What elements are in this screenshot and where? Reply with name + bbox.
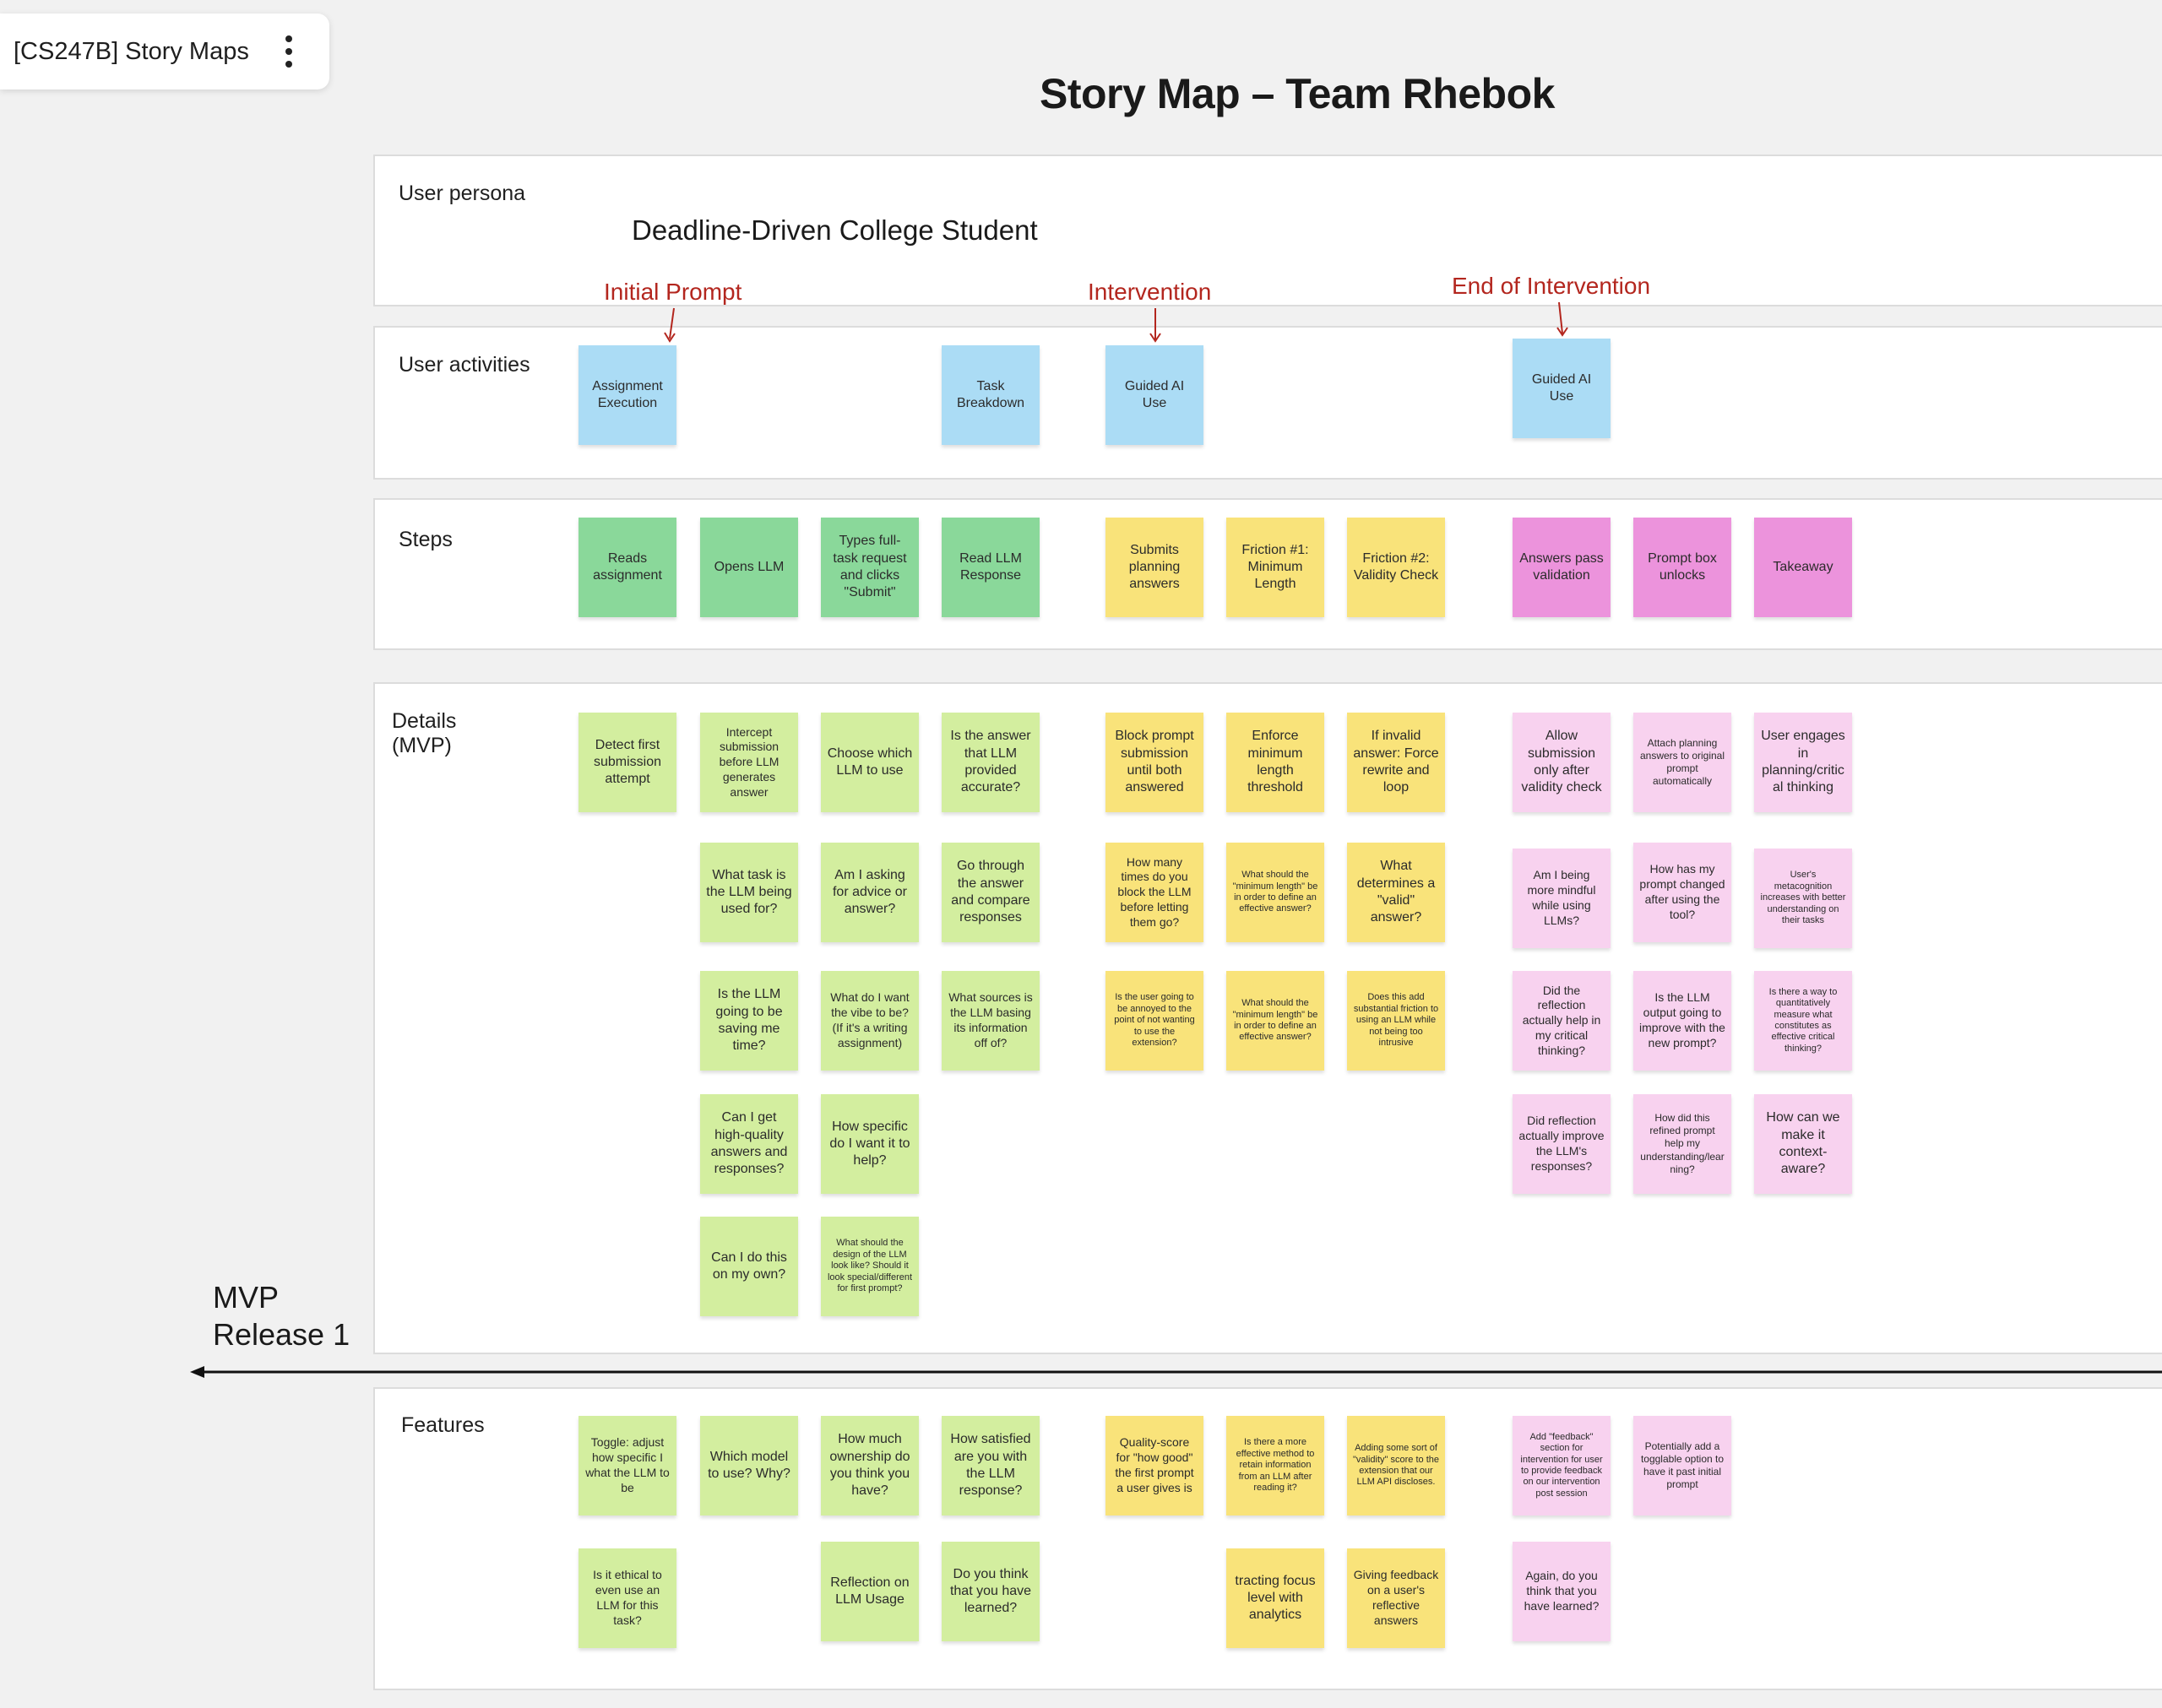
- persona-row: [373, 155, 2162, 306]
- release-label: MVP Release 1: [213, 1280, 350, 1352]
- detail-sticky[interactable]: How has my prompt changed after using th…: [1633, 843, 1731, 942]
- detail-sticky[interactable]: Block prompt submission until both answe…: [1105, 713, 1203, 812]
- detail-sticky[interactable]: What should the "minimum length" be in o…: [1226, 971, 1324, 1071]
- detail-sticky[interactable]: Is the user going to be annoyed to the p…: [1105, 971, 1203, 1071]
- detail-sticky[interactable]: Am I asking for advice or answer?: [821, 843, 919, 942]
- detail-sticky[interactable]: How specific do I want it to help?: [821, 1094, 919, 1194]
- detail-sticky[interactable]: Am I being more mindful while using LLMs…: [1513, 849, 1611, 948]
- detail-sticky[interactable]: What sources is the LLM basing its infor…: [942, 971, 1040, 1071]
- detail-sticky[interactable]: Does this add substantial friction to us…: [1347, 971, 1445, 1071]
- detail-sticky[interactable]: What should the "minimum length" be in o…: [1226, 843, 1324, 942]
- row-label-features: Features: [401, 1413, 485, 1437]
- activity-sticky[interactable]: Guided AI Use: [1105, 345, 1203, 445]
- feature-sticky[interactable]: Reflection on LLM Usage: [821, 1542, 919, 1641]
- step-sticky[interactable]: Answers pass validation: [1513, 518, 1611, 617]
- marker-intervention: Intervention: [1088, 279, 1212, 305]
- detail-sticky[interactable]: How can we make it context-aware?: [1754, 1094, 1852, 1194]
- detail-sticky[interactable]: If invalid answer: Force rewrite and loo…: [1347, 713, 1445, 812]
- detail-sticky[interactable]: What do I want the vibe to be? (If it's …: [821, 971, 919, 1071]
- step-sticky[interactable]: Read LLM Response: [942, 518, 1040, 617]
- detail-sticky[interactable]: How did this refined prompt help my unde…: [1633, 1094, 1731, 1194]
- detail-sticky[interactable]: Can I do this on my own?: [700, 1217, 798, 1316]
- feature-sticky[interactable]: How satisfied are you with the LLM respo…: [942, 1416, 1040, 1516]
- feature-sticky[interactable]: Is there a more effective method to reta…: [1226, 1416, 1324, 1516]
- activity-sticky[interactable]: Task Breakdown: [942, 345, 1040, 445]
- feature-sticky[interactable]: Quality-score for "how good" the first p…: [1105, 1416, 1203, 1516]
- step-sticky[interactable]: Reads assignment: [579, 518, 676, 617]
- board-name-chip[interactable]: [CS247B] Story Maps: [0, 14, 329, 89]
- detail-sticky[interactable]: What task is the LLM being used for?: [700, 843, 798, 942]
- activity-sticky[interactable]: Guided AI Use: [1513, 339, 1611, 438]
- row-label-activities: User activities: [399, 353, 530, 377]
- detail-sticky[interactable]: Is there a way to quantitatively measure…: [1754, 971, 1852, 1071]
- feature-sticky[interactable]: Again, do you think that you have learne…: [1513, 1542, 1611, 1641]
- row-label-details: Details (MVP): [392, 709, 457, 757]
- feature-sticky[interactable]: Is it ethical to even use an LLM for thi…: [579, 1548, 676, 1648]
- step-sticky[interactable]: Prompt box unlocks: [1633, 518, 1731, 617]
- marker-arrow-end: [1556, 301, 1568, 337]
- feature-sticky[interactable]: Toggle: adjust how specific I what the L…: [579, 1416, 676, 1516]
- step-sticky[interactable]: Submits planning answers: [1105, 518, 1203, 617]
- marker-arrow-intervention: [1149, 308, 1161, 343]
- persona-name: Deadline-Driven College Student: [632, 214, 1038, 246]
- detail-sticky[interactable]: Attach planning answers to original prom…: [1633, 713, 1731, 812]
- step-sticky[interactable]: Takeaway: [1754, 518, 1852, 617]
- detail-sticky[interactable]: Did reflection actually improve the LLM'…: [1513, 1094, 1611, 1194]
- detail-sticky[interactable]: Did the reflection actually help in my c…: [1513, 971, 1611, 1071]
- release-arrow: [190, 1366, 2162, 1378]
- detail-sticky[interactable]: How many times do you block the LLM befo…: [1105, 843, 1203, 942]
- detail-sticky[interactable]: Enforce minimum length threshold: [1226, 713, 1324, 812]
- board-title: Story Map – Team Rhebok: [1040, 70, 1555, 117]
- row-label-persona: User persona: [399, 182, 526, 205]
- feature-sticky[interactable]: Adding some sort of "validity" score to …: [1347, 1416, 1445, 1516]
- board-name[interactable]: [CS247B] Story Maps: [14, 37, 249, 65]
- marker-arrow-initial: [664, 307, 676, 343]
- step-sticky[interactable]: Types full-task request and clicks "Subm…: [821, 518, 919, 617]
- detail-sticky[interactable]: Go through the answer and compare respon…: [942, 843, 1040, 942]
- detail-sticky[interactable]: Is the LLM going to be saving me time?: [700, 971, 798, 1071]
- detail-sticky[interactable]: What should the design of the LLM look l…: [821, 1217, 919, 1316]
- activity-sticky[interactable]: Assignment Execution: [579, 345, 676, 445]
- detail-sticky[interactable]: Is the LLM output going to improve with …: [1633, 971, 1731, 1071]
- detail-sticky[interactable]: Choose which LLM to use: [821, 713, 919, 812]
- detail-sticky[interactable]: Detect first submission attempt: [579, 713, 676, 812]
- feature-sticky[interactable]: Which model to use? Why?: [700, 1416, 798, 1516]
- detail-sticky[interactable]: User's metacognition increases with bett…: [1754, 849, 1852, 948]
- detail-sticky[interactable]: Can I get high-quality answers and respo…: [700, 1094, 798, 1194]
- feature-sticky[interactable]: Giving feedback on a user's reflective a…: [1347, 1548, 1445, 1648]
- feature-sticky[interactable]: How much ownership do you think you have…: [821, 1416, 919, 1516]
- step-sticky[interactable]: Opens LLM: [700, 518, 798, 617]
- detail-sticky[interactable]: Is the answer that LLM provided accurate…: [942, 713, 1040, 812]
- detail-sticky[interactable]: What determines a "valid" answer?: [1347, 843, 1445, 942]
- marker-end-of-intervention: End of Intervention: [1452, 273, 1651, 299]
- detail-sticky[interactable]: Allow submission only after validity che…: [1513, 713, 1611, 812]
- feature-sticky[interactable]: Potentially add a togglable option to ha…: [1633, 1416, 1731, 1516]
- detail-sticky[interactable]: Intercept submission before LLM generate…: [700, 713, 798, 812]
- marker-initial-prompt: Initial Prompt: [604, 279, 742, 305]
- feature-sticky[interactable]: tracting focus level with analytics: [1226, 1548, 1324, 1648]
- feature-sticky[interactable]: Add "feedback" section for intervention …: [1513, 1416, 1611, 1516]
- feature-sticky[interactable]: Do you think that you have learned?: [942, 1542, 1040, 1641]
- step-sticky[interactable]: Friction #2: Validity Check: [1347, 518, 1445, 617]
- detail-sticky[interactable]: User engages in planning/critical thinki…: [1754, 713, 1852, 812]
- vertical-dots-icon[interactable]: [272, 32, 306, 71]
- step-sticky[interactable]: Friction #1: Minimum Length: [1226, 518, 1324, 617]
- row-label-steps: Steps: [399, 528, 453, 551]
